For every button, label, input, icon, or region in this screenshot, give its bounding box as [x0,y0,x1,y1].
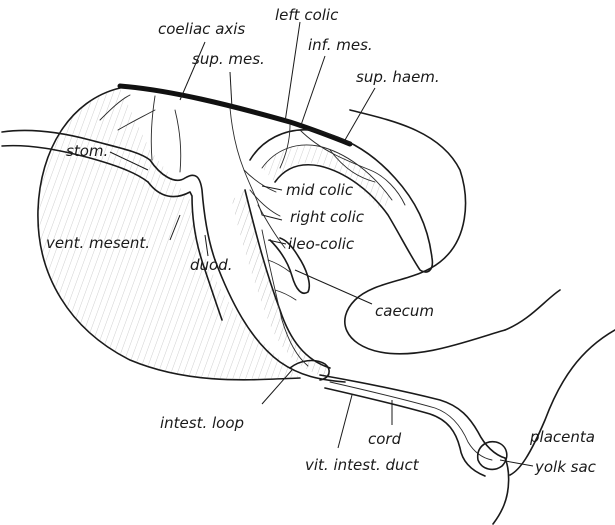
label-sup-mes: sup. mes. [192,50,265,68]
label-mid-colic: mid colic [286,181,354,199]
label-right-colic: right colic [290,208,365,226]
label-vent-mesent: vent. mesent. [46,234,150,252]
label-vit-intest-duct: vit. intest. duct [305,456,420,474]
label-sup-haem: sup. haem. [356,68,440,86]
dorsal-aorta [120,86,350,144]
label-left-colic: left colic [275,6,339,24]
body-wall-right [505,290,560,330]
label-caecum: caecum [375,302,434,320]
label-coeliac-axis: coeliac axis [158,20,245,38]
placenta-line [510,330,615,475]
label-duod: duod. [190,256,233,274]
label-cord: cord [368,430,402,448]
label-stom: stom. [66,142,108,160]
cord-tail [493,458,509,524]
label-intest-loop: intest. loop [160,414,244,432]
label-ileo-colic: ileo-colic [288,235,355,253]
yolk-sac [478,442,507,470]
label-placenta: placenta [529,428,595,446]
label-yolk-sac: yolk sac [534,458,597,476]
label-inf-mes: inf. mes. [308,36,373,54]
hindgut-shading [262,145,392,210]
umbilical-cord-upper [320,375,505,458]
